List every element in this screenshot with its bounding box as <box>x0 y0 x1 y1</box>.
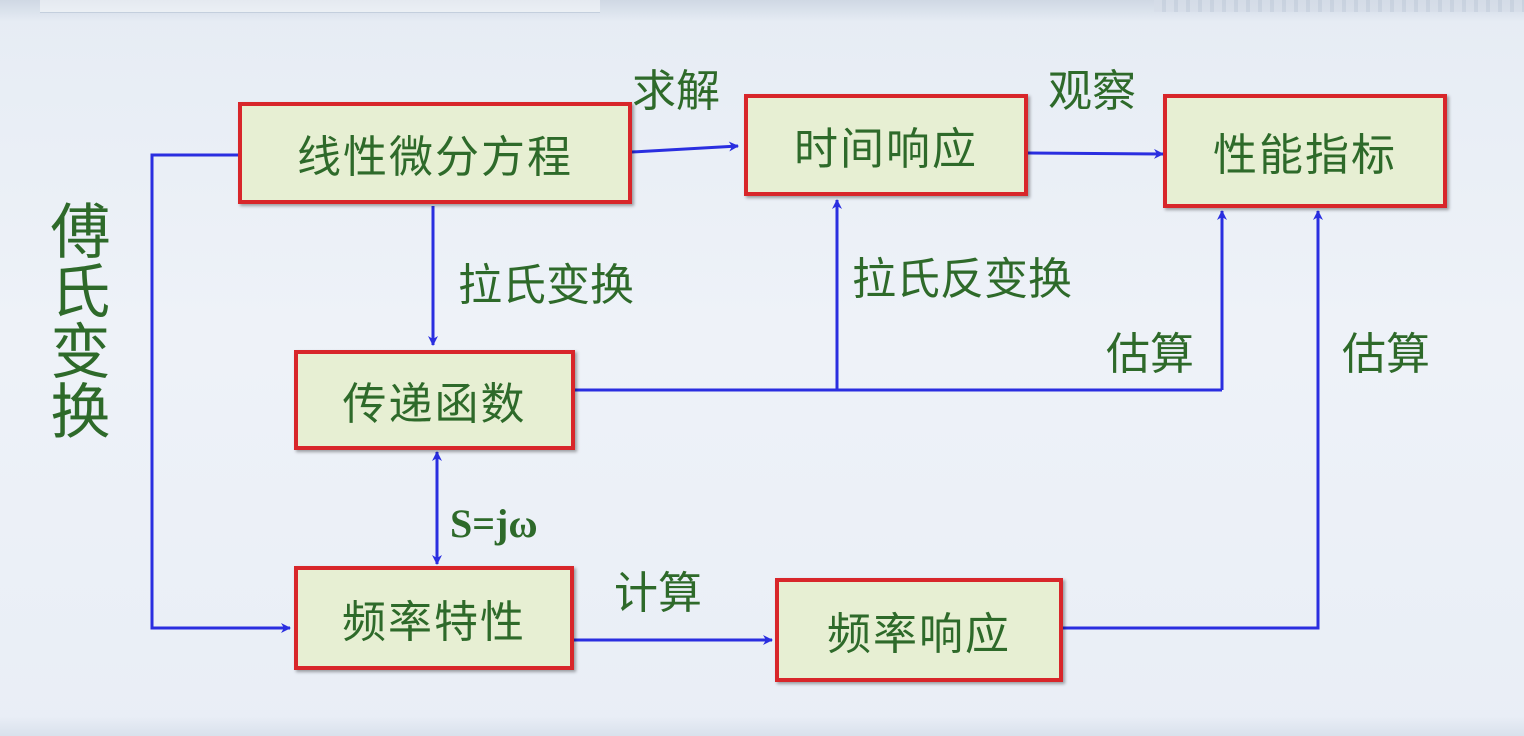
label-solve: 求解 <box>632 66 720 117</box>
box-frequency-characteristic-label: 频率特性 <box>342 597 526 648</box>
box-performance-index-label: 性能指标 <box>1213 130 1397 181</box>
label-fourier-transform: 傅氏变换 <box>40 200 110 440</box>
label-estimate-1: 估算 <box>1106 329 1194 380</box>
label-inverse-laplace: 拉氏反变换 <box>852 254 1072 305</box>
arrow-fourier <box>150 153 291 633</box>
label-laplace: 拉氏变换 <box>458 260 634 311</box>
box-frequency-response-label: 频率响应 <box>827 609 1011 660</box>
arrow-solve <box>631 141 739 154</box>
arrow-observe <box>1027 148 1164 159</box>
box-linear-ode: 线性微分方程 <box>238 102 632 204</box>
box-transfer-function-label: 传递函数 <box>342 379 527 430</box>
label-estimate-2: 估算 <box>1342 329 1430 380</box>
top-decoration-strip-right <box>1154 0 1524 12</box>
top-decoration-strip-left <box>40 0 600 13</box>
box-transfer-function: 传递函数 <box>294 350 575 450</box>
box-performance-index: 性能指标 <box>1163 94 1447 208</box>
box-time-response: 时间响应 <box>744 94 1028 196</box>
box-frequency-response: 频率响应 <box>775 578 1063 682</box>
box-time-response-label: 时间响应 <box>794 124 978 175</box>
arrow-estimate-2 <box>1063 210 1323 630</box>
label-compute: 计算 <box>614 568 702 619</box>
bottom-decoration <box>0 716 1524 736</box>
label-substitution: S=jω <box>450 501 538 546</box>
label-observe: 观察 <box>1048 66 1136 117</box>
box-frequency-characteristic: 频率特性 <box>294 566 574 670</box>
box-linear-ode-label: 线性微分方程 <box>297 132 573 183</box>
top-decoration <box>0 0 1524 22</box>
